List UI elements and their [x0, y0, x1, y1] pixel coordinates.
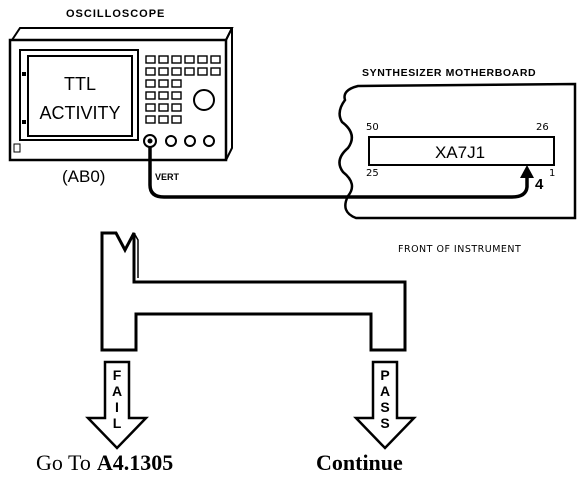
oscilloscope-side-edge [225, 27, 233, 161]
probe-pin-number: 4 [535, 176, 544, 193]
pin-label-26: 26 [536, 122, 549, 133]
pass-arrow-shape [353, 360, 417, 450]
screen-text-ttl: TTL [64, 74, 96, 94]
oscilloscope-top-edge [11, 27, 234, 41]
bezel-mark-bottom [22, 120, 26, 124]
fail-letter-1: F [113, 367, 122, 383]
probe-cable [148, 147, 534, 199]
decision-path-shade [133, 232, 139, 278]
fail-arrow-shape [85, 360, 149, 450]
input-connector-3 [184, 135, 196, 147]
pass-letter-3: S [380, 399, 389, 415]
power-switch [13, 143, 21, 153]
pass-letter-2: A [380, 383, 390, 399]
decision-path [100, 231, 407, 352]
screen-text-activity: ACTIVITY [39, 103, 120, 123]
fail-arrow: F A I L [85, 360, 149, 450]
vert-label: VERT [155, 172, 180, 182]
oscilloscope-keypad [145, 55, 221, 124]
pin-label-25: 25 [366, 168, 379, 179]
fail-outcome-prefix: Go To [36, 450, 91, 475]
fail-letter-4: L [113, 415, 122, 431]
oscilloscope: OSCILLOSCOPE TTL ACTIVITY (AB0 [8, 8, 234, 186]
oscilloscope-screen [27, 55, 133, 137]
connector-xa7j1 [368, 136, 555, 166]
oscilloscope-knob [193, 89, 215, 111]
fail-outcome-target: A4.1305 [97, 450, 173, 475]
vert-input-pin [147, 138, 153, 144]
fail-letter-2: A [112, 383, 122, 399]
probe-cable-line [148, 147, 529, 199]
motherboard-outline [338, 82, 577, 220]
probe-arrow-head [520, 165, 534, 178]
pin-label-1: 1 [549, 168, 555, 179]
input-connector-2 [165, 135, 177, 147]
pass-letter-1: P [380, 367, 389, 383]
pass-outcome: Continue [316, 450, 403, 475]
motherboard-title: SYNTHESIZER MOTHERBOARD [362, 67, 536, 79]
front-of-instrument-label: FRONT OF INSTRUMENT [398, 244, 521, 255]
input-connector-4 [203, 135, 215, 147]
fail-letter-3: I [115, 399, 119, 415]
oscilloscope-title: OSCILLOSCOPE [66, 8, 165, 20]
pin-label-50: 50 [366, 122, 379, 133]
pass-letter-4: S [380, 415, 389, 431]
synthesizer-motherboard: SYNTHESIZER MOTHERBOARD XA7J1 50 26 25 1… [338, 67, 577, 255]
connector-label: XA7J1 [435, 143, 485, 162]
bezel-mark-top [22, 72, 26, 76]
pass-arrow: P A S S [353, 360, 417, 450]
oscilloscope-setting: (AB0) [62, 167, 105, 186]
